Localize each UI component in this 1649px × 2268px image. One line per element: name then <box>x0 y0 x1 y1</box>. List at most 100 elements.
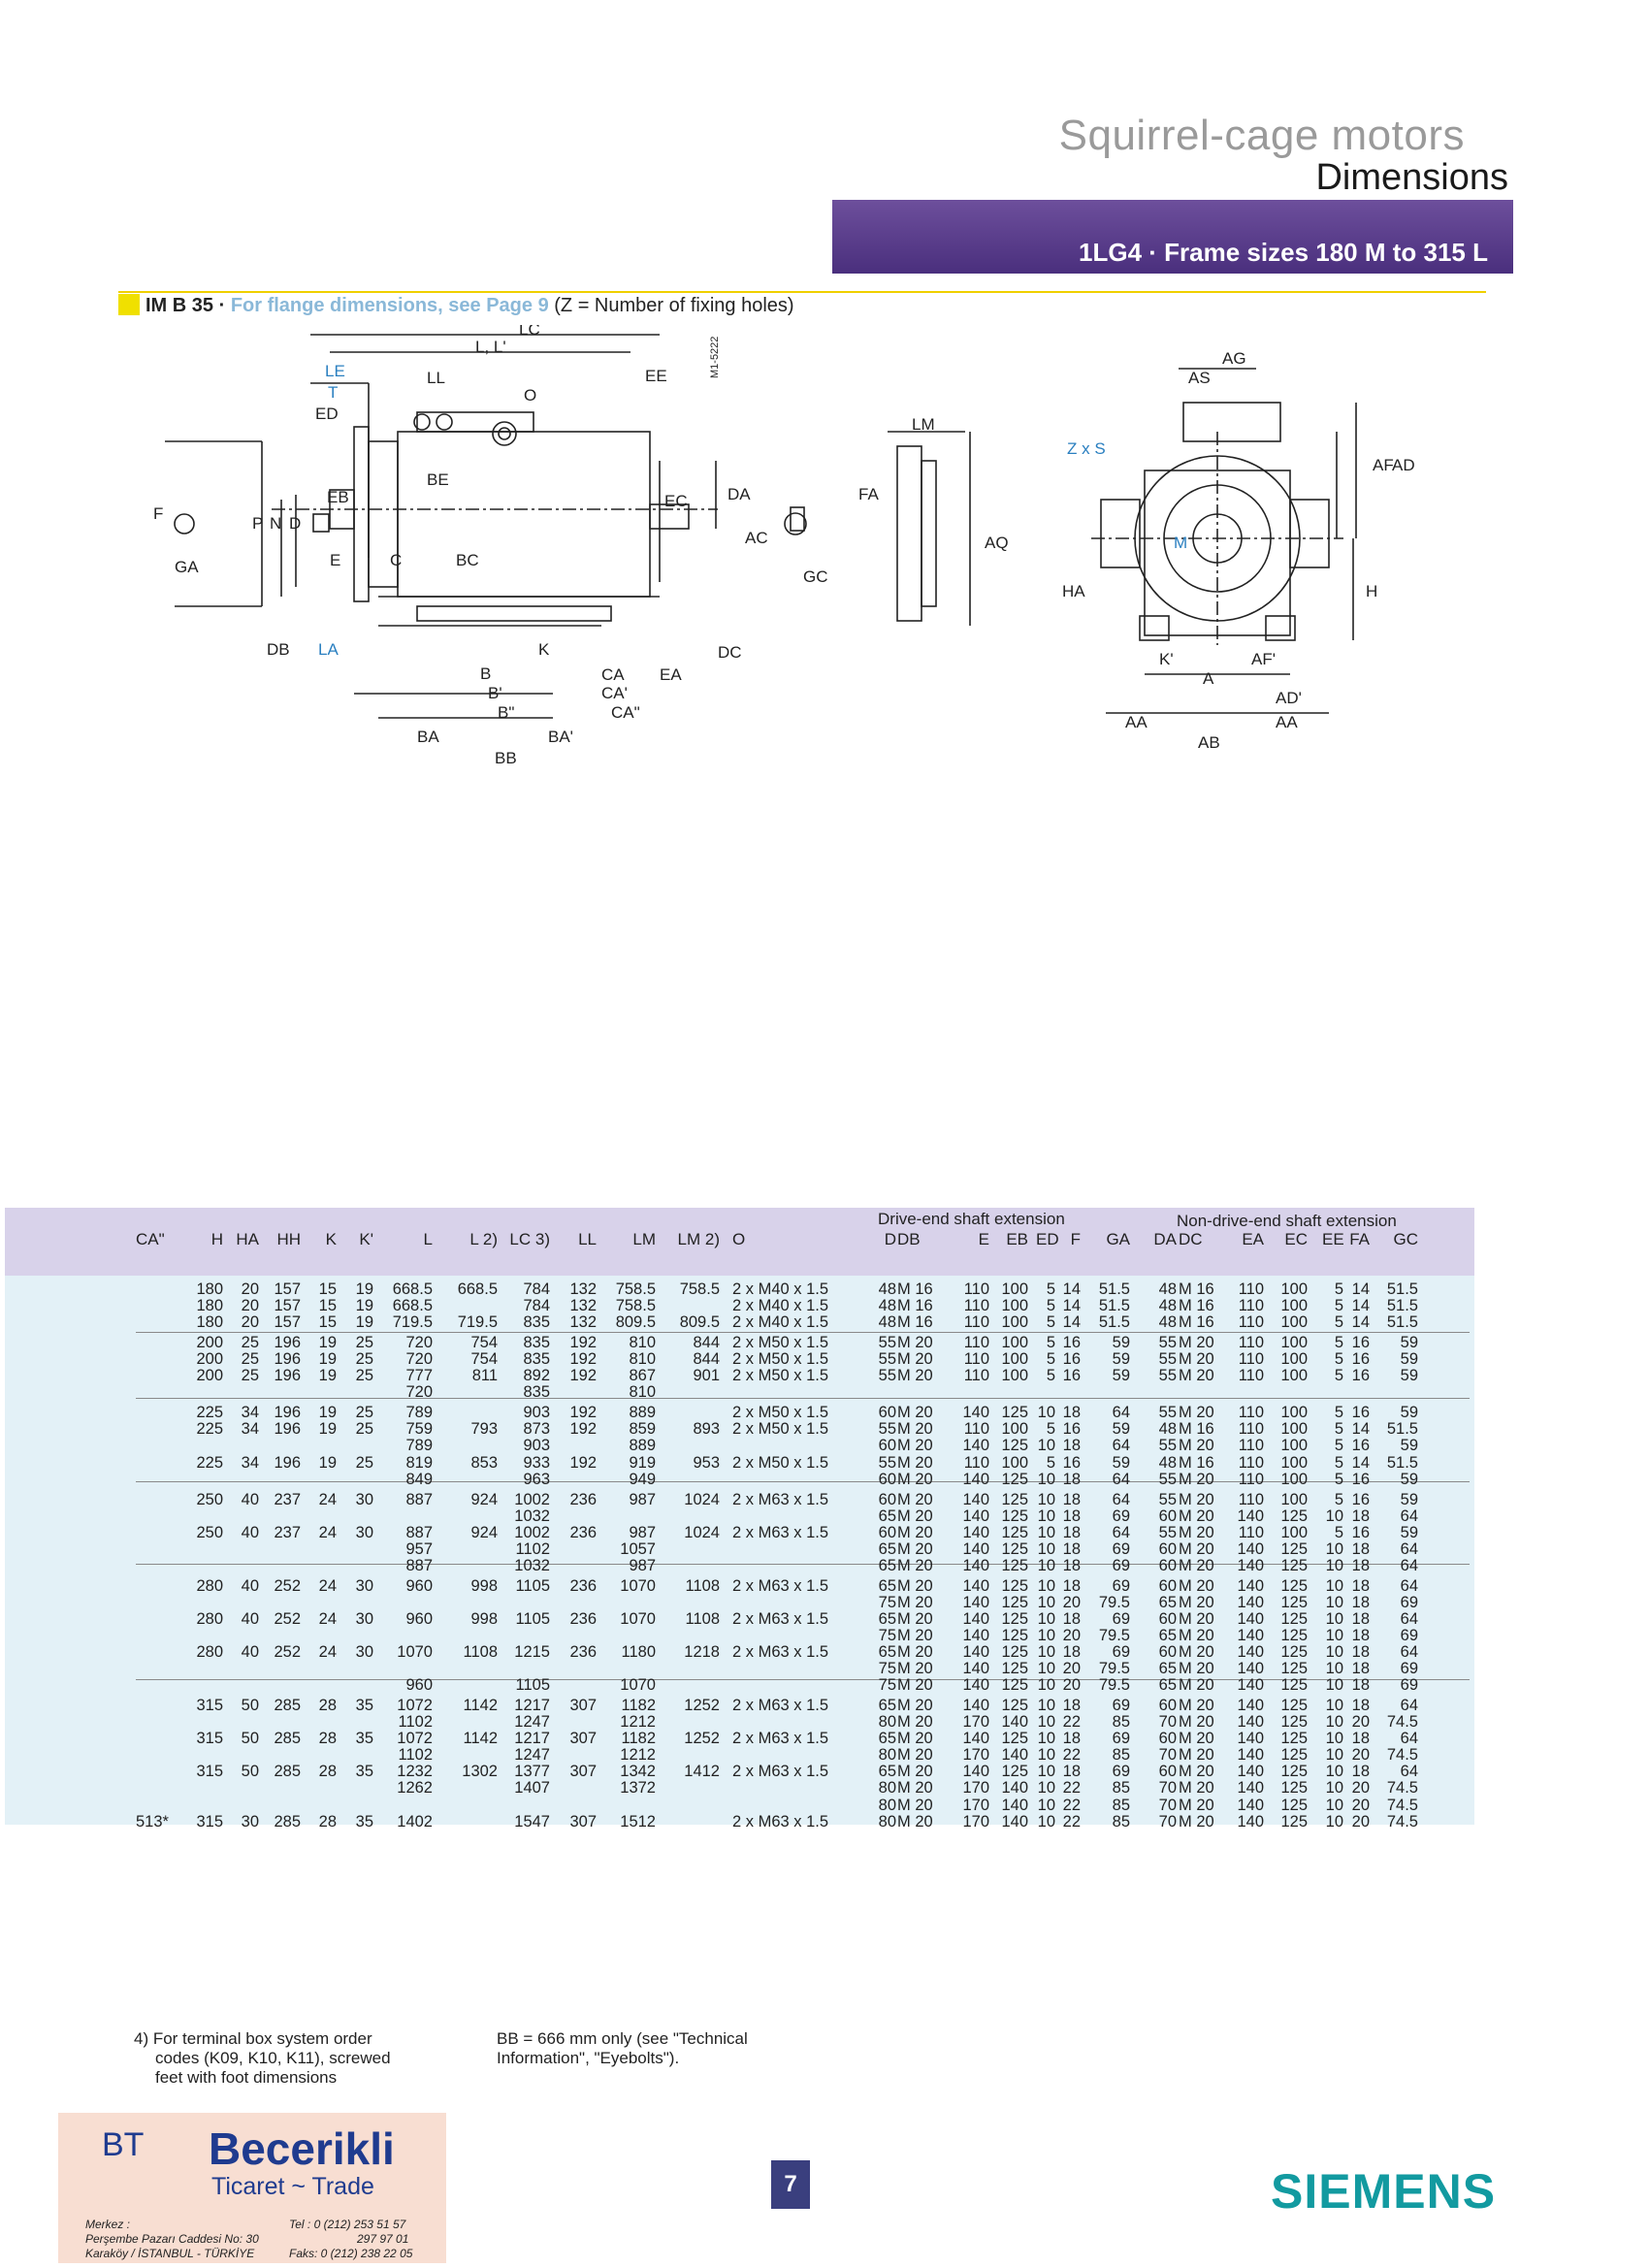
table-cell: 34 <box>241 1404 259 1422</box>
table-cell: 140 <box>1237 1576 1264 1595</box>
table-cell: 720 <box>405 1383 433 1402</box>
frame-size-banner: 1LG4 · Frame sizes 180 M to 315 L <box>832 200 1513 274</box>
table-cell: 2 x M50 x 1.5 <box>732 1453 829 1472</box>
table-cell: 719.5 <box>457 1313 498 1332</box>
table-cell: 1057 <box>620 1539 656 1558</box>
flange-link[interactable]: For flange dimensions, see Page 9 <box>230 295 549 316</box>
table-cell: M 20 <box>1179 1796 1214 1814</box>
table-cell: 14 <box>1062 1297 1081 1315</box>
table-cell: M 20 <box>897 1627 933 1644</box>
bt-logo: BT <box>102 2126 145 2163</box>
table-cell: 100 <box>1001 1453 1028 1472</box>
table-cell: 69 <box>1112 1730 1130 1748</box>
table-cell: 110 <box>1238 1367 1264 1385</box>
table-cell: 80 <box>878 1812 896 1831</box>
table-cell: 1247 <box>514 1713 550 1732</box>
table-cell: 10 <box>1037 1523 1055 1541</box>
table-cell: 170 <box>962 1713 989 1732</box>
divider <box>118 291 1486 293</box>
table-cell: 69 <box>1112 1576 1130 1595</box>
table-cell: 192 <box>569 1367 597 1385</box>
table-cell: 70 <box>1158 1746 1177 1765</box>
table-cell: 192 <box>569 1404 597 1422</box>
table-cell: 1108 <box>685 1609 720 1628</box>
table-cell: 100 <box>1001 1367 1028 1385</box>
table-cell: 65 <box>878 1576 896 1595</box>
label-ga: GA <box>175 558 199 576</box>
table-cell: 132 <box>569 1297 597 1315</box>
table-cell: 69 <box>1400 1676 1418 1695</box>
table-cell: 16 <box>1062 1334 1081 1352</box>
table-cell: 5 <box>1046 1313 1055 1332</box>
table-cell: 19 <box>318 1350 337 1369</box>
table-cell: M 20 <box>1179 1697 1214 1715</box>
table-cell: 200 <box>196 1350 223 1369</box>
table-cell: 18 <box>1062 1697 1081 1715</box>
section-label: IM B 35 · <box>146 295 226 316</box>
table-cell: 18 <box>1062 1470 1081 1488</box>
table-cell: M 20 <box>897 1676 933 1695</box>
table-cell: 1070 <box>620 1609 656 1628</box>
table-cell: M 20 <box>1179 1763 1214 1781</box>
table-cell: 192 <box>569 1453 597 1472</box>
table-cell: 64 <box>1112 1470 1130 1488</box>
table-cell: 10 <box>1037 1643 1055 1662</box>
table-cell: 887 <box>405 1523 433 1541</box>
label-ag: AG <box>1222 349 1246 368</box>
table-cell: 30 <box>241 1812 259 1831</box>
table-cell: 285 <box>274 1763 301 1781</box>
table-cell: 5 <box>1334 1523 1343 1541</box>
table-cell: 196 <box>274 1420 301 1439</box>
table-cell: 1102 <box>398 1713 433 1732</box>
table-cell: M 20 <box>897 1539 933 1558</box>
table-cell: 844 <box>693 1334 720 1352</box>
table-cell: 315 <box>196 1812 223 1831</box>
table-cell: 18 <box>1351 1676 1370 1695</box>
table-cell: 18 <box>1062 1490 1081 1508</box>
table-cell: 28 <box>318 1812 337 1831</box>
table-cell: 20 <box>1062 1660 1081 1678</box>
table-cell: 19 <box>318 1334 337 1352</box>
siemens-logo: SIEMENS <box>1271 2164 1497 2219</box>
frame-size-label: 1LG4 · Frame sizes 180 M to 315 L <box>1079 238 1488 267</box>
table-cell: 811 <box>471 1367 498 1385</box>
group-drive-end: Drive-end shaft extension <box>878 1210 1065 1228</box>
table-cell: 80 <box>878 1713 896 1732</box>
table-cell: 140 <box>1237 1812 1264 1831</box>
table-cell: 1217 <box>514 1697 550 1715</box>
table-cell: 1262 <box>397 1779 433 1798</box>
table-cell: 125 <box>1001 1676 1028 1695</box>
table-cell: 10 <box>1325 1539 1343 1558</box>
table-cell: 5 <box>1334 1334 1343 1352</box>
table-cell: 75 <box>878 1660 896 1678</box>
table-cell: 1032 <box>514 1556 550 1574</box>
table-cell: 810 <box>629 1383 656 1402</box>
table-cell: 65 <box>878 1763 896 1781</box>
table-cell: 10 <box>1037 1539 1055 1558</box>
table-cell: 192 <box>569 1334 597 1352</box>
table-cell: 10 <box>1325 1576 1343 1595</box>
table-cell: 100 <box>1001 1350 1028 1369</box>
table-cell: 225 <box>196 1404 223 1422</box>
table-cell: 777 <box>405 1367 433 1385</box>
table-cell: M 20 <box>897 1763 933 1781</box>
column-header: O <box>732 1230 746 1248</box>
label-n: N <box>270 514 281 533</box>
table-cell: 100 <box>1280 1470 1308 1488</box>
table-cell: 10 <box>1037 1730 1055 1748</box>
table-cell: 69 <box>1400 1627 1418 1644</box>
table-cell: 25 <box>355 1334 373 1352</box>
table-cell: 1212 <box>620 1746 656 1765</box>
table-cell: 315 <box>196 1763 223 1781</box>
label-zxs: Z x S <box>1067 439 1106 458</box>
table-cell: 125 <box>1001 1523 1028 1541</box>
column-header: L 2) <box>469 1230 498 1248</box>
table-cell: 1212 <box>620 1713 656 1732</box>
table-cell: 2 x M40 x 1.5 <box>732 1280 829 1298</box>
column-header: H <box>210 1230 223 1248</box>
table-cell: 100 <box>1280 1350 1308 1369</box>
table-cell: 24 <box>318 1576 337 1595</box>
table-cell: M 20 <box>897 1420 933 1439</box>
table-cell: 48 <box>1158 1280 1177 1298</box>
table-cell: M 20 <box>897 1812 933 1831</box>
